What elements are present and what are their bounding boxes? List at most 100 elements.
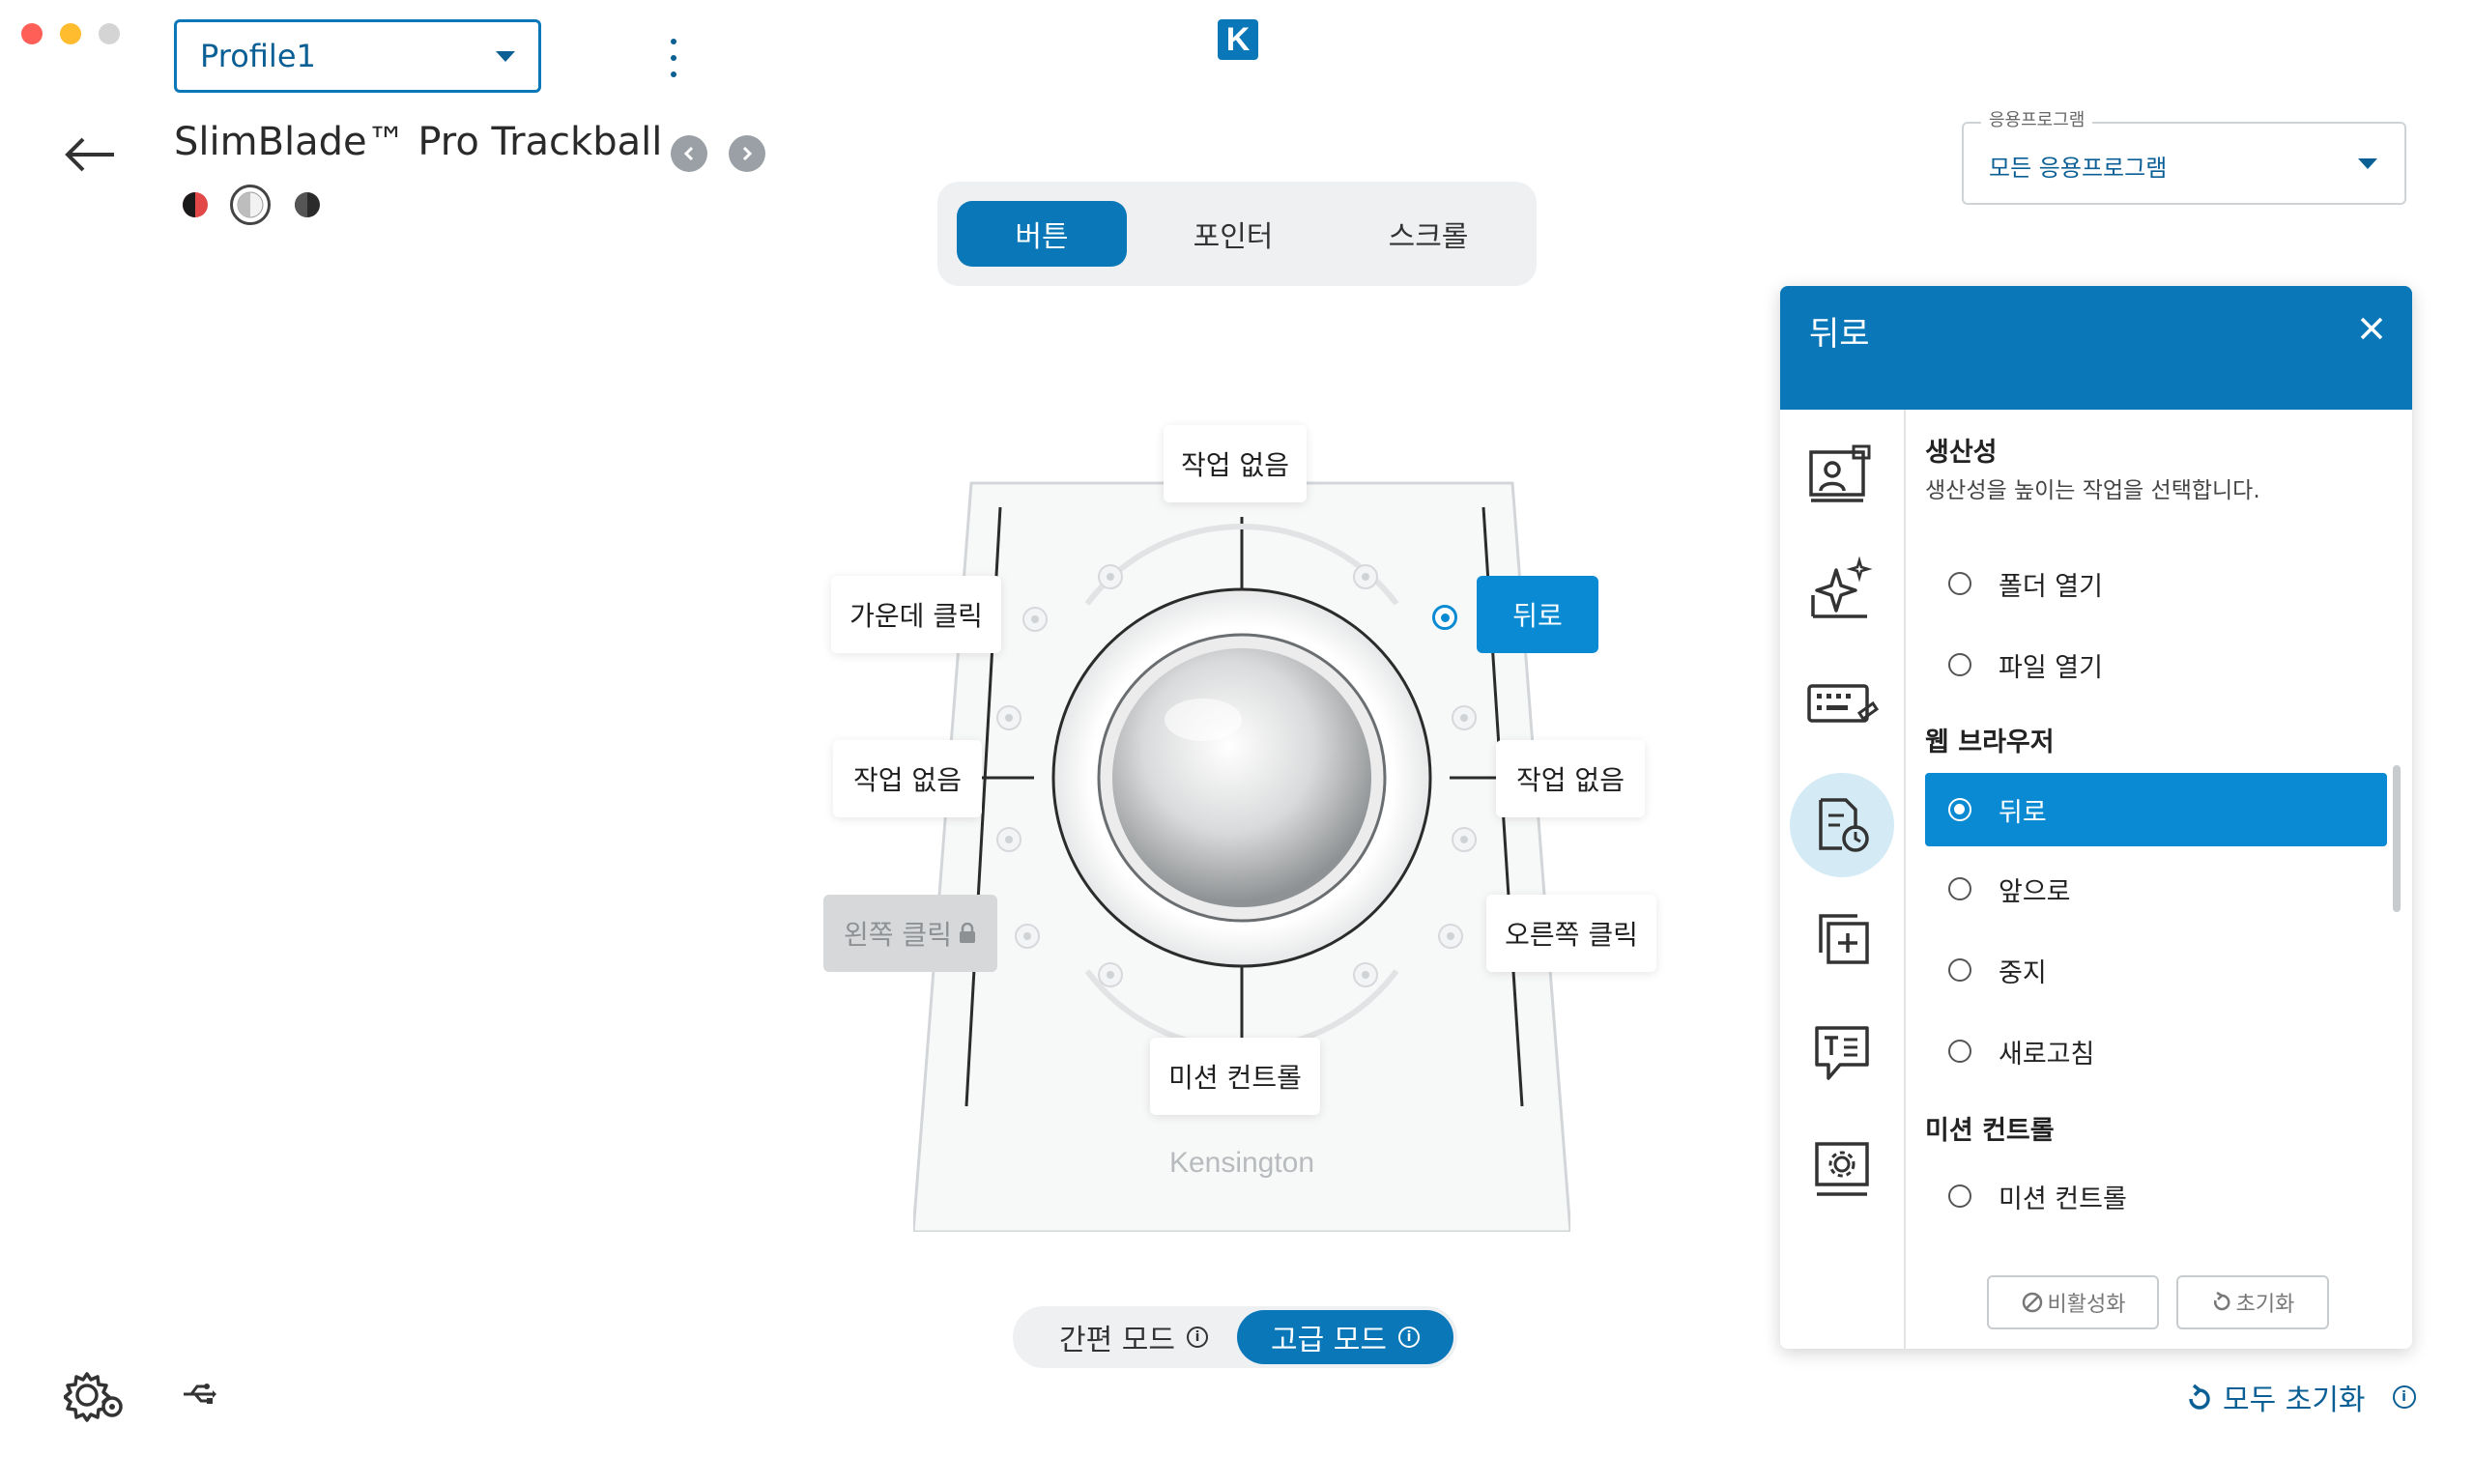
radio-icon	[1948, 1040, 1971, 1063]
button-label-bottom[interactable]: 미션 컨트롤	[1150, 1038, 1320, 1115]
left-click-text: 왼쪽 클릭	[844, 919, 952, 951]
button-dot	[1022, 607, 1048, 632]
radio-icon	[1948, 653, 1971, 676]
button-label-back[interactable]: 뒤로	[1477, 576, 1598, 653]
usb-icon	[182, 1380, 216, 1413]
disable-button[interactable]: 비활성화	[1987, 1275, 2159, 1329]
chevron-down-icon	[496, 50, 515, 62]
mode-toggle: 간편 모드 i 고급 모드 i	[1013, 1306, 1457, 1368]
sparkle-icon[interactable]	[1801, 549, 1883, 630]
prev-device-button[interactable]	[671, 135, 707, 172]
panel-title: 뒤로	[1809, 315, 1870, 354]
color-swatch-black[interactable]	[292, 189, 323, 220]
profile-value: Profile1	[200, 38, 316, 74]
arrow-left-icon	[65, 137, 114, 172]
close-icon[interactable]	[2354, 311, 2389, 346]
advanced-mode-option[interactable]: 고급 모드 i	[1237, 1310, 1453, 1364]
settings-button[interactable]	[63, 1368, 128, 1428]
button-label-middle-click[interactable]: 가운데 클릭	[831, 576, 1001, 653]
reset-label: 초기화	[2235, 1293, 2295, 1317]
button-dot	[1098, 564, 1123, 589]
keyboard-icon[interactable]	[1801, 665, 1883, 746]
radio-icon	[1948, 958, 1971, 982]
option-stop[interactable]: 중지	[1925, 933, 2387, 1007]
more-options-icon[interactable]	[667, 39, 680, 77]
trackball-illustration: Kensington	[913, 481, 1570, 1232]
reset-all-button[interactable]: 모두 초기화 i	[2186, 1376, 2416, 1418]
info-icon[interactable]: i	[1186, 1327, 1208, 1348]
reset-button[interactable]: 초기화	[2176, 1275, 2329, 1329]
chevron-right-icon	[742, 146, 753, 161]
section-title-productivity: 생산성	[1925, 438, 1998, 468]
monitor-settings-icon[interactable]	[1801, 1128, 1883, 1210]
reset-icon	[2189, 1384, 2210, 1410]
button-label-left-upper[interactable]: 작업 없음	[833, 740, 982, 817]
option-label: 앞으로	[1999, 876, 2071, 907]
profile-select[interactable]: Profile1	[174, 19, 541, 93]
copy-add-icon[interactable]	[1801, 897, 1883, 978]
option-label: 폴더 열기	[1999, 571, 2103, 602]
section-title-mission-control: 미션 컨트롤	[1925, 1116, 2055, 1146]
button-dot	[1353, 564, 1378, 589]
option-back[interactable]: 뒤로	[1925, 773, 2387, 846]
app-filter-legend: 응용프로그램	[1981, 106, 2093, 131]
option-label: 미션 컨트롤	[1999, 1184, 2127, 1214]
disable-icon	[2022, 1292, 2042, 1313]
device-brand-text: Kensington	[1169, 1147, 1314, 1179]
kensington-logo: K	[1218, 19, 1258, 60]
tab-scroll[interactable]: 스크롤	[1388, 220, 1469, 254]
settings-tabs: 버튼 포인터 스크롤	[937, 182, 1537, 286]
info-icon[interactable]: i	[1397, 1327, 1420, 1348]
section-desc-productivity: 생산성을 높이는 작업을 선택합니다.	[1925, 478, 2260, 503]
app-filter-select[interactable]	[1962, 122, 2406, 205]
window-zoom-button[interactable]	[99, 23, 120, 44]
option-open-file[interactable]: 파일 열기	[1925, 628, 2387, 701]
device-name: SlimBlade™ Pro Trackball	[174, 120, 663, 164]
button-label-left-click: 왼쪽 클릭	[823, 895, 997, 972]
window-close-button[interactable]	[21, 23, 43, 44]
option-label: 새로고침	[1999, 1039, 2095, 1070]
simple-mode-label: 간편 모드	[1059, 1324, 1175, 1357]
button-dot	[996, 827, 1021, 852]
disable-label: 비활성화	[2047, 1293, 2126, 1317]
panel-header: 뒤로	[1780, 286, 2412, 410]
chevron-left-icon	[683, 146, 694, 161]
window-minimize-button[interactable]	[60, 23, 81, 44]
radio-icon	[1948, 877, 1971, 900]
document-clock-icon[interactable]	[1790, 773, 1894, 877]
option-label: 뒤로	[1999, 797, 2047, 828]
tab-pointer[interactable]: 포인터	[1193, 220, 1274, 254]
radio-icon	[1948, 1184, 1971, 1208]
simple-mode-option[interactable]: 간편 모드 i	[1032, 1310, 1235, 1364]
category-rail	[1780, 410, 1906, 1349]
button-dot	[1452, 827, 1477, 852]
back-button[interactable]	[62, 135, 118, 178]
option-forward[interactable]: 앞으로	[1925, 852, 2387, 926]
tab-buttons[interactable]: 버튼	[957, 201, 1127, 267]
option-label: 중지	[1999, 957, 2047, 988]
radio-icon	[1948, 798, 1971, 821]
next-device-button[interactable]	[729, 135, 765, 172]
option-open-folder[interactable]: 폴더 열기	[1925, 547, 2387, 620]
button-label-right-click[interactable]: 오른쪽 클릭	[1486, 895, 1656, 972]
option-mission-control[interactable]: 미션 컨트롤	[1925, 1159, 2387, 1233]
button-label-right-upper[interactable]: 작업 없음	[1496, 740, 1645, 817]
action-panel: 뒤로 생산성 생산성을 높이는 작업을 선택합니다. 폴더 열기 파일 열기 웹…	[1780, 286, 2412, 1349]
button-dot	[1452, 705, 1477, 730]
button-dot	[1098, 962, 1123, 987]
chevron-down-icon	[2358, 158, 2377, 169]
button-dot	[1015, 924, 1040, 949]
button-dot-selected[interactable]	[1432, 605, 1457, 630]
color-swatch-red[interactable]	[180, 189, 211, 220]
button-dot	[996, 705, 1021, 730]
panel-scrollbar[interactable]	[2393, 765, 2401, 912]
info-icon[interactable]: i	[2392, 1385, 2416, 1409]
radio-icon	[1948, 572, 1971, 595]
color-swatch-white[interactable]	[230, 185, 271, 225]
option-refresh[interactable]: 새로고침	[1925, 1014, 2387, 1088]
presentation-icon[interactable]	[1801, 433, 1883, 514]
gear-icon	[63, 1372, 123, 1422]
button-label-top[interactable]: 작업 없음	[1164, 425, 1307, 502]
text-comment-icon[interactable]	[1801, 1013, 1883, 1094]
reset-all-label: 모두 초기화	[2223, 1384, 2366, 1417]
